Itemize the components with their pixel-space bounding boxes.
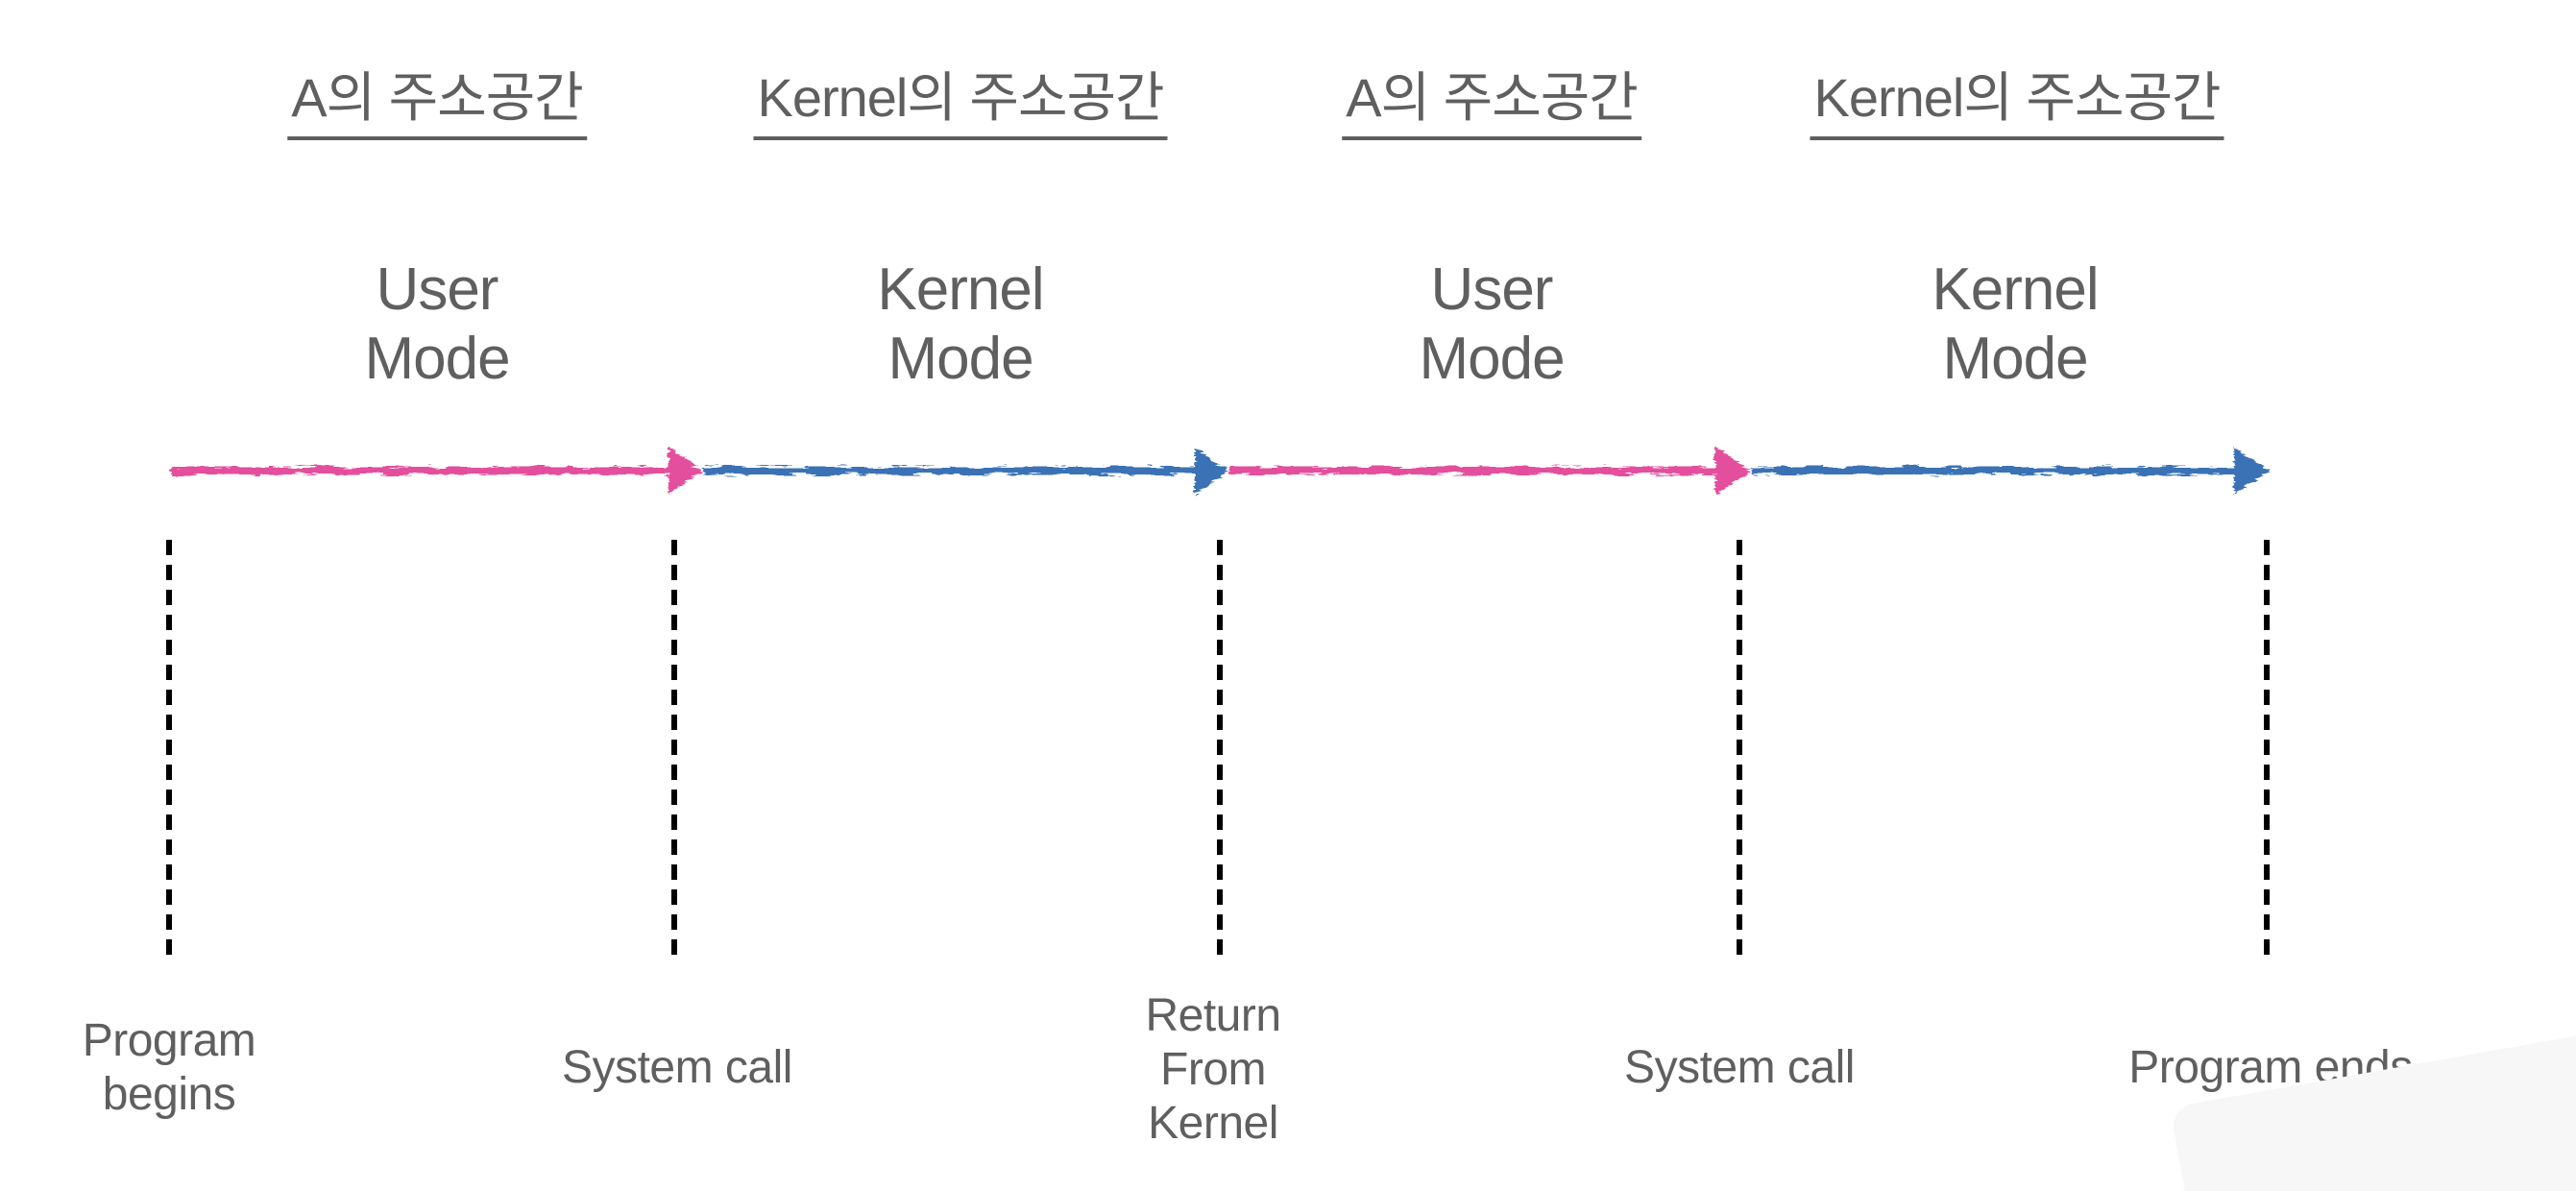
arrowhead-kernel-2-icon	[2234, 447, 2270, 495]
mode-label-user-1: User Mode	[364, 256, 510, 392]
arrowhead-user-1-icon	[668, 447, 702, 495]
address-space-label-2: Kernel의 주소공간	[753, 67, 1168, 141]
timeline-arrow	[171, 447, 2270, 495]
event-label-return-from-kernel: Return From Kernel	[1145, 990, 1281, 1149]
address-space-label-3: A의 주소공간	[1342, 67, 1641, 141]
mode-label-kernel-1: Kernel Mode	[877, 256, 1044, 392]
arrowhead-user-2-icon	[1715, 447, 1751, 495]
address-space-label-4: Kernel의 주소공간	[1810, 67, 2224, 141]
event-label-program-begins: Program begins	[82, 1015, 256, 1120]
address-space-label-1: A의 주소공간	[287, 67, 587, 141]
mode-label-user-2: User Mode	[1419, 256, 1565, 392]
mode-label-kernel-2: Kernel Mode	[1932, 256, 2099, 392]
event-label-system-call-2: System call	[1624, 1042, 1855, 1093]
event-label-system-call-1: System call	[562, 1042, 792, 1093]
boundary-lines	[166, 540, 2270, 964]
arrowhead-kernel-1-icon	[1195, 447, 1228, 495]
